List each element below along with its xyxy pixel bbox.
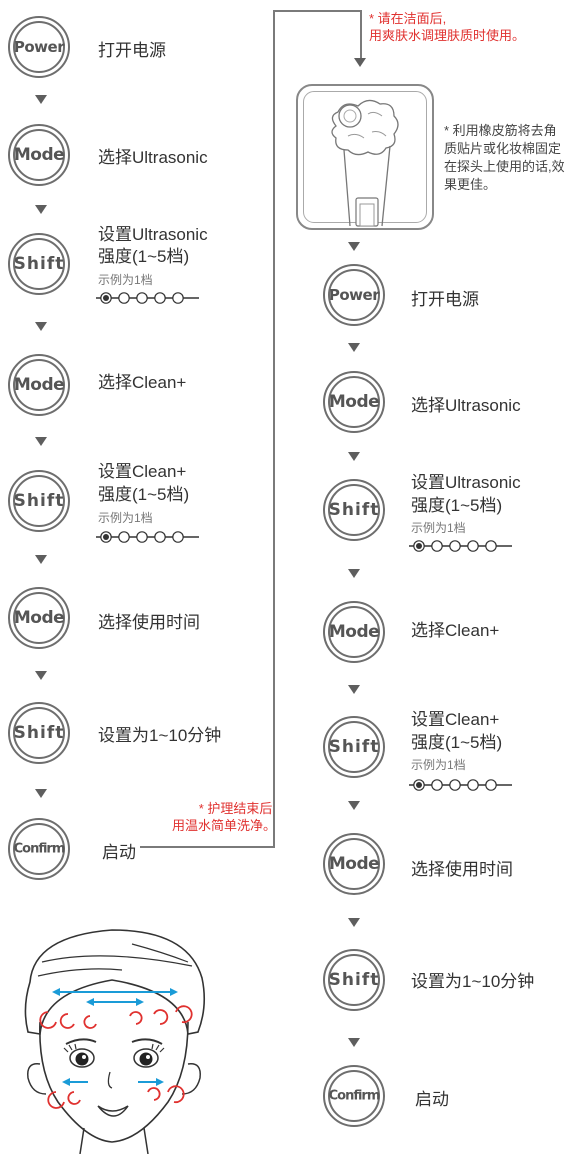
- power-button: Power: [323, 264, 385, 326]
- step-label-line1: 设置Clean+: [411, 710, 500, 729]
- shift-button-label: Shift: [328, 500, 380, 520]
- shift-button: Shift: [8, 702, 70, 764]
- top-note-line1: * 请在洁面后,: [369, 11, 447, 26]
- step-label: 启动: [102, 843, 136, 862]
- power-button-label: Power: [13, 38, 65, 56]
- step-label-line2: 强度(1~5档): [411, 496, 503, 515]
- down-arrow-icon: [35, 555, 47, 564]
- connector-line: [140, 846, 275, 848]
- power-button: Power: [8, 16, 70, 78]
- down-arrow-icon: [348, 452, 360, 461]
- confirm-button: Confirm: [8, 818, 70, 880]
- mode-button-label: Mode: [13, 608, 65, 628]
- confirm-button: Confirm: [323, 1065, 385, 1127]
- step-label-line1: 设置Ultrasonic: [98, 225, 208, 244]
- level-indicator: [96, 531, 199, 543]
- shift-button: Shift: [323, 949, 385, 1011]
- shift-button-label: Shift: [13, 723, 65, 743]
- end-note: * 护理结束后, 用温水简单洗净。: [158, 800, 276, 834]
- confirm-button-label: Confirm: [328, 1088, 381, 1104]
- top-note-line2: 用爽肤水调理肤质时使用。: [369, 28, 526, 43]
- step-label: 选择Clean+: [98, 373, 187, 392]
- step-label-line2: 强度(1~5档): [98, 247, 190, 266]
- end-note-line1: * 护理结束后,: [198, 801, 276, 816]
- mode-button-label: Mode: [328, 392, 380, 412]
- step-label-line1: 设置Ultrasonic: [411, 473, 521, 492]
- down-arrow-icon: [348, 343, 360, 352]
- step-label: 设置为1~10分钟: [98, 726, 222, 745]
- connector-line: [273, 10, 362, 12]
- top-note: * 请在洁面后, 用爽肤水调理肤质时使用。: [369, 10, 525, 44]
- shift-button-label: Shift: [328, 970, 380, 990]
- example-note: 示例为1档: [411, 758, 466, 772]
- mode-button: Mode: [323, 601, 385, 663]
- step-label-line2: 强度(1~5档): [411, 733, 503, 752]
- down-arrow-icon: [348, 918, 360, 927]
- step-label: 选择Ultrasonic: [98, 148, 208, 167]
- shift-button-label: Shift: [13, 491, 65, 511]
- level-indicator: [409, 540, 512, 552]
- down-arrow-icon: [35, 671, 47, 680]
- shift-button: Shift: [323, 479, 385, 541]
- shift-button: Shift: [323, 716, 385, 778]
- down-arrow-icon: [354, 58, 366, 67]
- confirm-button-label: Confirm: [13, 841, 66, 857]
- shift-button: Shift: [8, 470, 70, 532]
- down-arrow-icon: [35, 95, 47, 104]
- down-arrow-icon: [348, 242, 360, 251]
- step-label-line1: 设置Clean+: [98, 462, 187, 481]
- device-note: * 利用橡皮筋将去角质贴片或化妆棉固定在探头上使用的话,效果更佳。: [444, 123, 565, 192]
- level-indicator: [96, 292, 199, 304]
- down-arrow-icon: [35, 789, 47, 798]
- mode-button-label: Mode: [328, 854, 380, 874]
- step-label: 选择使用时间: [98, 613, 200, 632]
- example-note: 示例为1档: [411, 521, 466, 535]
- device-illustration: [296, 84, 434, 230]
- level-indicator: [409, 779, 512, 791]
- example-note: 示例为1档: [98, 511, 153, 525]
- step-label: 打开电源: [98, 41, 166, 60]
- step-label: 打开电源: [411, 290, 479, 309]
- power-button-label: Power: [328, 286, 380, 304]
- mode-button-label: Mode: [13, 375, 65, 395]
- mode-button: Mode: [323, 833, 385, 895]
- down-arrow-icon: [348, 569, 360, 578]
- mode-button: Mode: [8, 124, 70, 186]
- shift-button-label: Shift: [13, 254, 65, 274]
- example-note: 示例为1档: [98, 273, 153, 287]
- down-arrow-icon: [348, 801, 360, 810]
- down-arrow-icon: [348, 685, 360, 694]
- step-label: 选择Ultrasonic: [411, 396, 521, 415]
- shift-button: Shift: [8, 233, 70, 295]
- connector-line: [273, 10, 275, 848]
- step-label: 选择使用时间: [411, 860, 513, 879]
- end-note-line2: 用温水简单洗净。: [171, 818, 276, 833]
- connector-line: [360, 10, 362, 58]
- mode-button-label: Mode: [13, 145, 65, 165]
- shift-button-label: Shift: [328, 737, 380, 757]
- mode-button: Mode: [8, 587, 70, 649]
- step-label: 启动: [415, 1090, 449, 1109]
- mode-button: Mode: [8, 354, 70, 416]
- down-arrow-icon: [348, 1038, 360, 1047]
- step-label: 设置为1~10分钟: [411, 972, 535, 991]
- device-with-cotton-image: [331, 99, 399, 227]
- face-massage-diagram: [24, 929, 206, 1154]
- mode-button-label: Mode: [328, 622, 380, 642]
- down-arrow-icon: [35, 205, 47, 214]
- down-arrow-icon: [35, 437, 47, 446]
- mode-button: Mode: [323, 371, 385, 433]
- down-arrow-icon: [35, 322, 47, 331]
- step-label: 选择Clean+: [411, 621, 500, 640]
- step-label-line2: 强度(1~5档): [98, 485, 190, 504]
